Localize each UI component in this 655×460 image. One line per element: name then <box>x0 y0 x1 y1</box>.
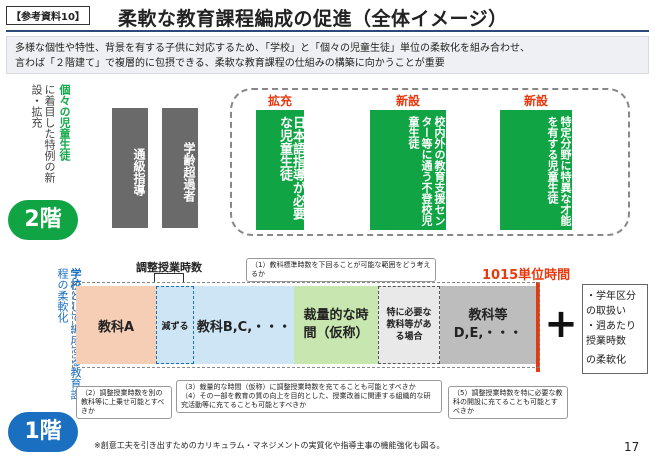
floor1-blocks-outline <box>72 282 540 368</box>
green-item-futoko: 校内外の教育支援センター等に通う不登校児童生徒 <box>370 110 446 230</box>
block-special: 特に必要な教科等がある場合 <box>378 286 440 364</box>
intro-box: 多様な個性や特性、背景を有する子供に対応するため、「学校」と「個々の児童生徒」単… <box>6 36 649 74</box>
block-kyoka-bc: 教科B,C,・・・ <box>194 286 294 364</box>
block-kyoka-a: 教科A <box>76 286 156 364</box>
page-title: 柔軟な教育課程編成の促進（全体イメージ） <box>118 8 508 30</box>
tag-shinsetsu-2: 新設 <box>523 94 548 108</box>
tag-shinsetsu-1: 新設 <box>395 94 420 108</box>
intro-line-2: 言わば「２階建て」で複層的に包摂できる、柔軟な教育課程の仕組みの構築に向かうこと… <box>15 58 445 69</box>
gray-item-tsukyu: 通級指導 <box>112 108 148 228</box>
note-1: （1）教科標準時数を下回ることが可能な範囲をどう考えるか <box>246 258 436 282</box>
green-item-tokutei: 特定分野に特異な才能を有する児童生徒 <box>500 110 572 230</box>
flex-item-1: ・学年区分の取扱い <box>586 291 636 317</box>
intro-line-1: 多様な個性や特性、背景を有する子供に対応するため、「学校」と「個々の児童生徒」単… <box>15 43 530 54</box>
adjust-hours-label: 調整授業時数 <box>136 261 202 274</box>
block-kyoka-de: 教科等D,E,・・・ <box>440 286 536 364</box>
floor2-label-strong: 個々の児童生徒 <box>58 84 71 161</box>
floor2-badge: 2階 <box>8 200 78 240</box>
block-reduce: 減ずる <box>156 286 194 364</box>
gray-item-gakurei: 学齢超過者 <box>162 108 198 228</box>
floor1-badge: 1階 <box>8 412 78 452</box>
units-marker-line <box>536 282 540 372</box>
flex-item-3: の柔軟化 <box>586 355 626 366</box>
floor2-label-sub: に着目した特例の新設・拡充 <box>30 84 56 183</box>
adjust-bracket <box>154 273 184 283</box>
footer-note: ※創意工夫を引き出すためのカリキュラム・マネジメントの実質化や指導主事の機能強化… <box>94 441 445 450</box>
flex-grade-box: ・学年区分の取扱い ・週あたり授業時数 の柔軟化 <box>582 284 648 374</box>
note-5: （5）調整授業時数を特に必要な教科の開設に充てることも可能とすべきか <box>448 386 568 419</box>
page-number: 17 <box>624 440 640 454</box>
plus-icon: + <box>544 301 578 347</box>
flex-item-2: ・週あたり授業時数 <box>586 321 636 347</box>
units-label: 1015単位時間 <box>482 268 571 283</box>
reference-tag: 【参考資料10】 <box>6 6 90 25</box>
note-2: （2）調整授業時数を別の教科等に上乗せ可能とすべきか <box>76 386 172 419</box>
tag-kakuju: 拡充 <box>267 94 292 108</box>
new-exceptions-box <box>230 88 630 236</box>
green-item-nihongo: 日本語指導が必要な児童生徒 <box>256 110 305 230</box>
note-3-4: （3）裁量的な時間（仮称）に調整授業時数を充てることも可能とすべきか （4）その… <box>176 380 442 413</box>
title-underline <box>6 30 649 32</box>
block-sairyo: 裁量的な時間（仮称） <box>294 286 378 364</box>
